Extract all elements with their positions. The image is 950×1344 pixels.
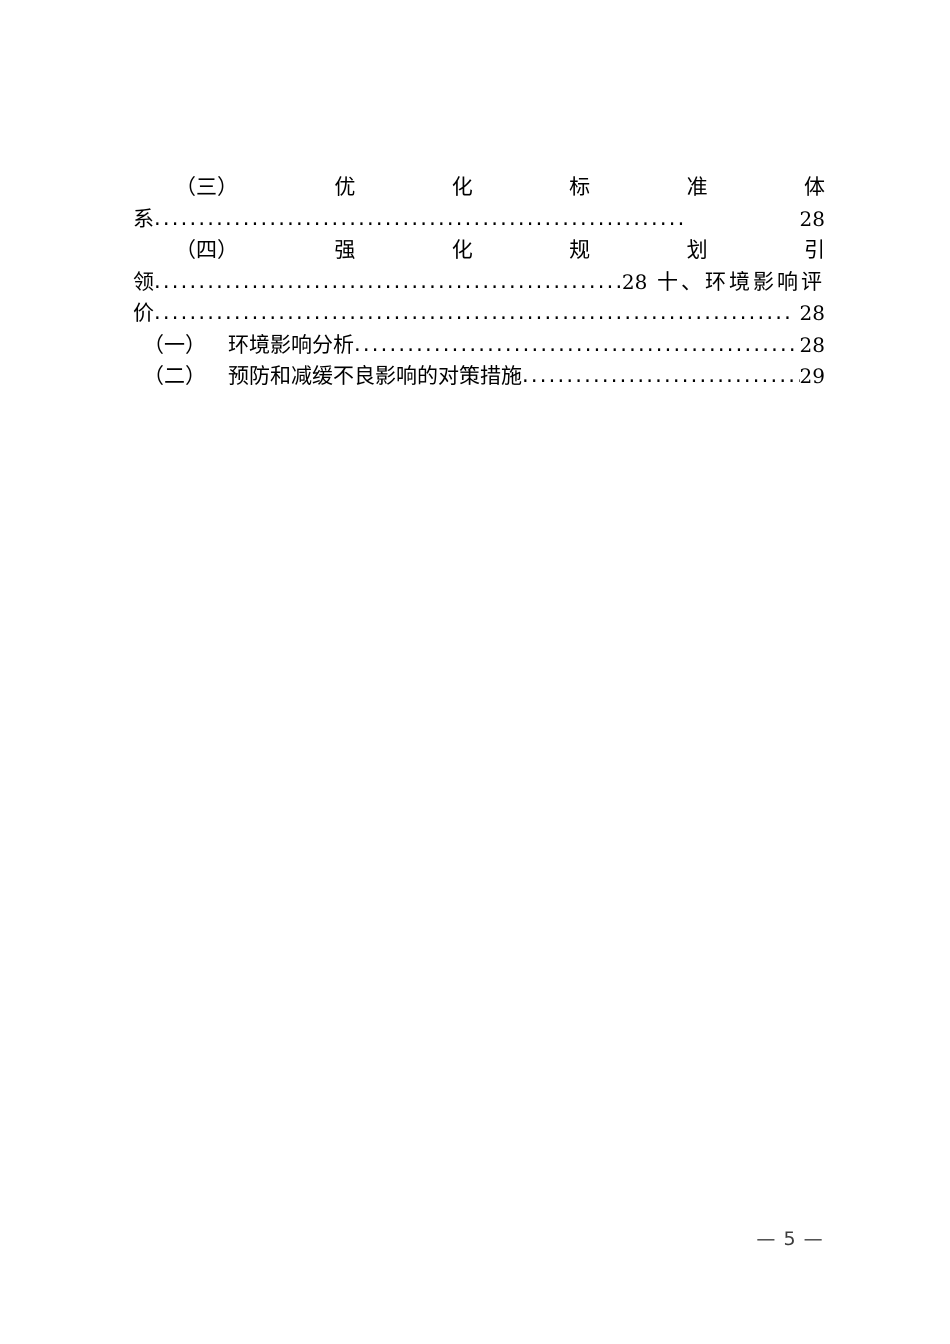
toc-entry-7-title: 预防和减缓不良影响的对策措施 — [228, 364, 522, 388]
toc-entry-5-wrap-char: 价 — [133, 301, 154, 325]
toc-entry-3-char-3: 准 — [686, 175, 708, 199]
toc-entry-3-char-2: 标 — [569, 175, 591, 199]
toc-entry-5-leader: ........................................… — [154, 300, 794, 324]
page-number-label: — 5 — — [756, 1228, 824, 1250]
toc-entry-3-number: （三） — [175, 175, 238, 199]
toc-entry-6-number: （一） — [143, 332, 206, 357]
toc-entry-4: （四） 强 化 规 划 引 领 ........................… — [133, 235, 825, 298]
toc-entry-4-tail: 十、环境影响评 — [647, 269, 825, 294]
toc-entry-3-heading: （三） 优 化 标 准 体 — [133, 172, 825, 204]
toc-entry-3-char-1: 化 — [451, 175, 473, 199]
toc-entry-6: （一） 环境影响分析 .............................… — [133, 330, 825, 362]
toc-entry-7-page: 29 — [799, 364, 825, 388]
toc-entry-3-wrap-char: 系 — [133, 206, 154, 231]
toc-entry-7: （二） 预防和减缓不良影响的对策措施 .....................… — [133, 361, 825, 393]
toc-entry-4-char-4: 引 — [803, 238, 825, 262]
toc-entry-6-page: 28 — [799, 332, 825, 357]
toc-entry-7-number: （二） — [143, 364, 206, 388]
toc-entry-4-char-2: 规 — [569, 238, 591, 262]
toc-entry-4-char-0: 强 — [334, 238, 356, 262]
toc-entry-3-page: 28 — [799, 206, 825, 231]
table-of-contents: （三） 优 化 标 准 体 系 ........................… — [133, 172, 825, 393]
toc-entry-5: 价 ......................................… — [133, 298, 825, 330]
toc-entry-4-wrap: 领 ......................................… — [133, 267, 825, 299]
toc-entry-3-leader: ........................................… — [154, 205, 687, 230]
toc-entry-4-leader: ........................................… — [154, 268, 622, 293]
page-footer: — 5 — — [0, 1228, 950, 1250]
toc-entry-4-wrap-char: 领 — [133, 269, 154, 294]
toc-entry-3: （三） 优 化 标 准 体 系 ........................… — [133, 172, 825, 235]
toc-entry-3-char-4: 体 — [803, 175, 825, 199]
toc-entry-3-char-0: 优 — [334, 175, 356, 199]
toc-entry-6-leader: ........................................… — [354, 331, 800, 356]
toc-entry-4-char-1: 化 — [451, 238, 473, 262]
toc-entry-3-wrap: 系 ......................................… — [133, 204, 825, 236]
toc-entry-5-page: 28 — [793, 301, 825, 325]
toc-entry-4-heading: （四） 强 化 规 划 引 — [133, 235, 825, 267]
toc-entry-7-leader: ................................. — [522, 363, 800, 387]
toc-entry-4-number: （四） — [175, 238, 238, 262]
toc-entry-4-page: 28 — [621, 269, 648, 294]
toc-entry-5-wrap: 价 ......................................… — [133, 298, 825, 330]
toc-entry-4-char-3: 划 — [686, 238, 708, 262]
toc-entry-6-title: 环境影响分析 — [228, 332, 354, 357]
